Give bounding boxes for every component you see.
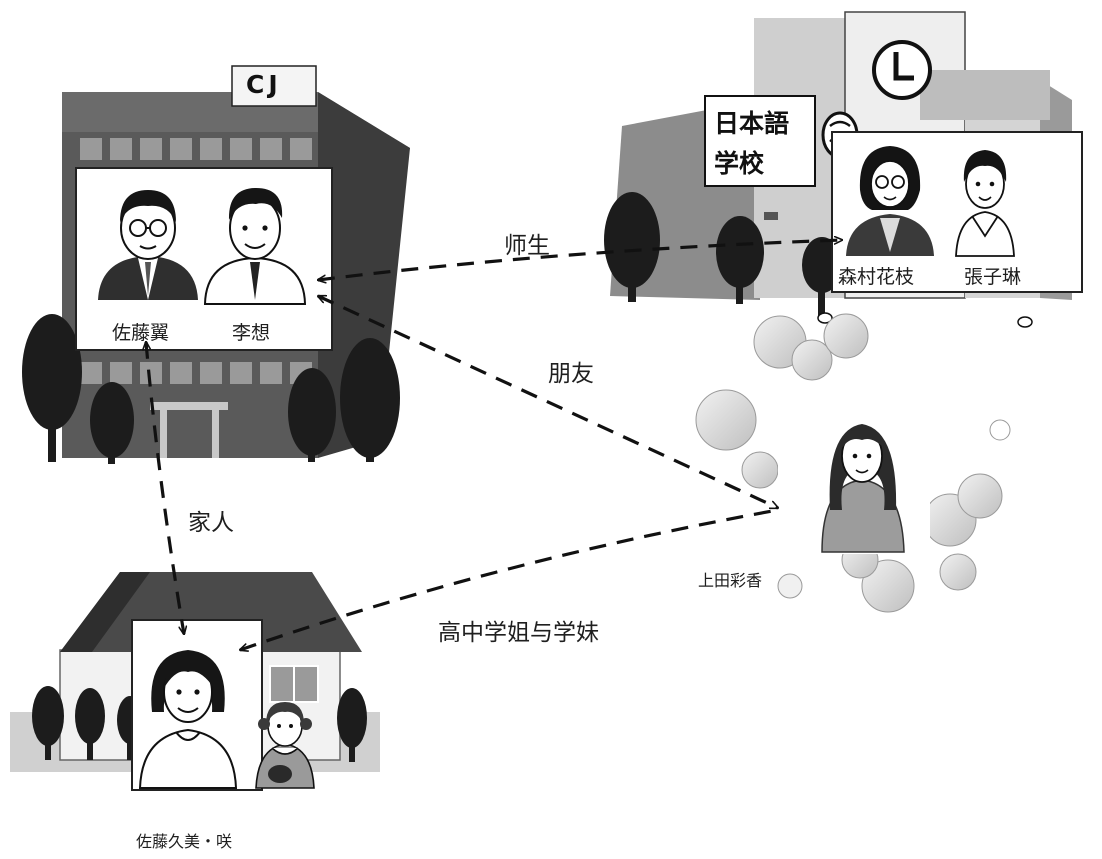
arrow-teacher-student: [318, 240, 842, 280]
name-morimura-hanae: 森村花枝: [838, 266, 915, 288]
school-sign-line2: 学校: [714, 149, 765, 178]
name-ueda-ayaka: 上田彩香: [698, 571, 763, 590]
li-xiang-portrait: [203, 188, 307, 305]
arrow-senior-junior: [240, 508, 779, 650]
morimura-hanae-portrait: [846, 146, 934, 256]
relation-label-senior-junior: 高中学姐与学妹: [438, 620, 599, 646]
ueda-ayaka-portrait: [778, 398, 930, 554]
relation-label-friends: 朋友: [548, 361, 594, 387]
sato-kumi-saki-portrait: [138, 650, 315, 789]
name-sato-tsubasa: 佐藤翼: [112, 322, 170, 344]
relation-label-teacher-student: 师生: [504, 233, 550, 259]
name-sato-kumi-saki: 佐藤久美・咲: [136, 832, 233, 851]
company-sign-text: CJ: [246, 70, 282, 99]
arrow-family: [146, 342, 184, 634]
name-li-xiang: 李想: [232, 322, 271, 344]
relation-label-family: 家人: [188, 510, 234, 536]
school-sign-line1: 日本語: [714, 109, 790, 138]
company-building: [22, 65, 410, 464]
arrow-friends: [318, 294, 778, 510]
name-zhang-zilin: 張子琳: [964, 266, 1022, 288]
relation-arrows: [146, 240, 842, 650]
sato-tsubasa-portrait: [98, 190, 198, 300]
zhang-zilin-portrait: [955, 150, 1015, 257]
